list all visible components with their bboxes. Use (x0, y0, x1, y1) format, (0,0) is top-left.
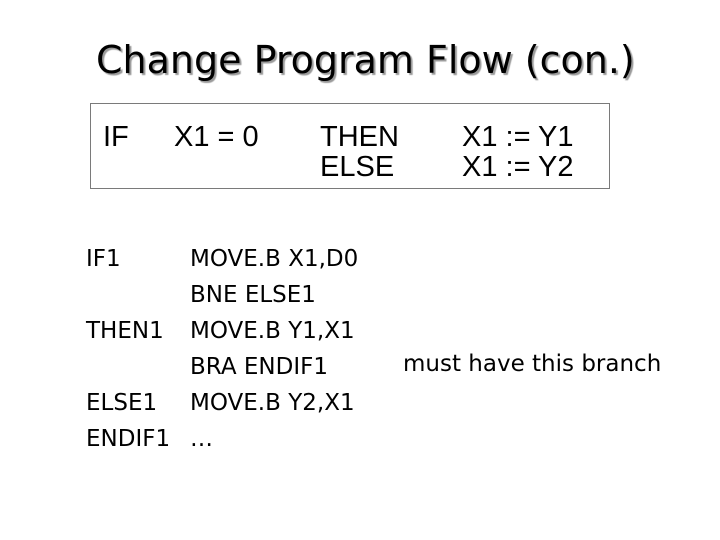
code-instruction: MOVE.B X1,D0 (190, 246, 359, 272)
code-label: ELSE1 (86, 390, 158, 416)
if-condition: X1 = 0 (174, 121, 259, 153)
pseudocode-box (90, 103, 610, 189)
code-label: THEN1 (86, 318, 164, 344)
code-instruction: BRA ENDIF1 (190, 354, 328, 380)
then-keyword: THEN (320, 121, 399, 153)
code-instruction: … (190, 426, 213, 452)
code-instruction: MOVE.B Y1,X1 (190, 318, 355, 344)
branch-note: must have this branch (403, 351, 662, 377)
else-statement: X1 := Y2 (462, 151, 574, 183)
code-label: ENDIF1 (86, 426, 171, 452)
if-keyword: IF (103, 121, 129, 153)
else-keyword: ELSE (320, 151, 395, 183)
code-instruction: MOVE.B Y2,X1 (190, 390, 355, 416)
code-label: IF1 (86, 246, 121, 272)
then-statement: X1 := Y1 (462, 121, 574, 153)
code-instruction: BNE ELSE1 (190, 282, 316, 308)
slide-title: Change Program Flow (con.) (96, 38, 635, 82)
